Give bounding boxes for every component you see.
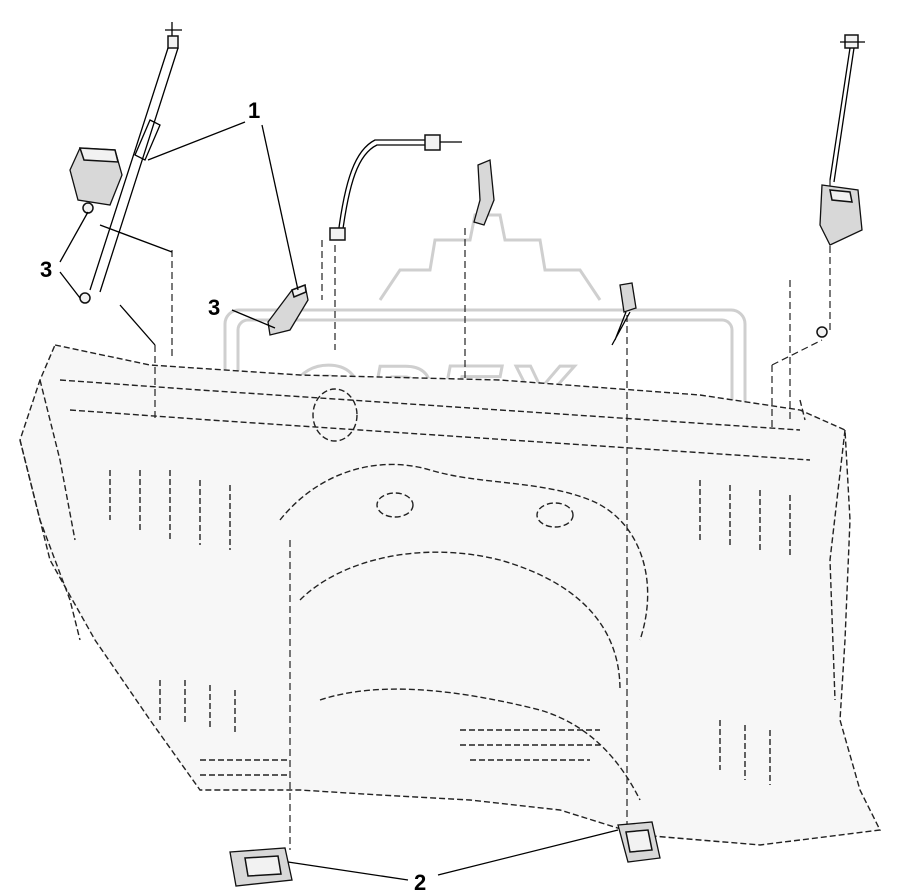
retractor-icon (69, 147, 123, 214)
callout-3-left: 3 (40, 257, 52, 282)
seat-belt-buckle-left (229, 847, 293, 887)
callout-3-center: 3 (208, 295, 220, 320)
seat-belt-retractor-left (69, 22, 182, 304)
floor-ribs (109, 470, 791, 785)
buckle-icon (617, 821, 661, 863)
callout-2: 2 (414, 870, 426, 895)
seat-belt-buckle-right (617, 821, 661, 863)
floor-panel (19, 344, 882, 846)
top-center-bracket (473, 159, 495, 226)
seat-belt-buckle-mount-left (267, 283, 309, 336)
right-center-connector (611, 282, 637, 346)
retractor-icon (819, 184, 863, 246)
center-cable (329, 134, 462, 241)
seat-belt-retractor-right (816, 34, 865, 338)
buckle-icon (229, 847, 293, 887)
callout-1: 1 (248, 98, 260, 123)
leader-lines (59, 121, 619, 881)
